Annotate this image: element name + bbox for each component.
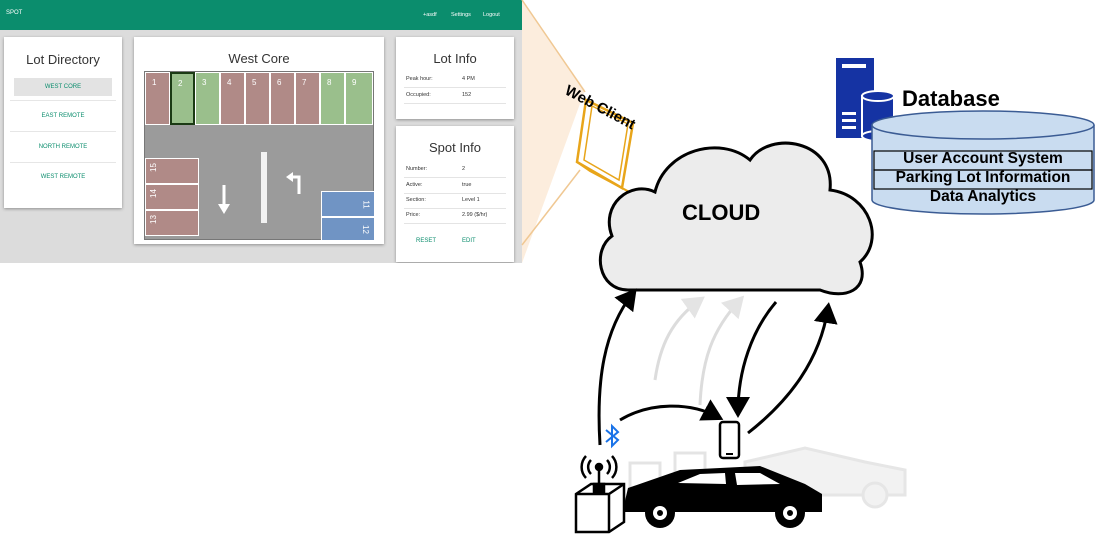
reset-button[interactable]: RESET [416, 238, 437, 244]
top-navbar: SPOT +asdf Settings Logout [0, 0, 522, 30]
parking-spot-7[interactable]: 7 [295, 72, 320, 125]
cloud-icon [598, 141, 874, 296]
lot-info-row: Occupied:152 [404, 88, 506, 104]
database-item-analytics: Data Analytics [929, 188, 1037, 205]
parking-spot-5[interactable]: 5 [245, 72, 270, 125]
sensor-icon [574, 455, 626, 534]
lane-divider [261, 152, 267, 223]
parking-lot-map: 1 2 3 4 5 6 7 8 9 15 14 13 10 11 12 [144, 71, 375, 241]
car-icon [624, 466, 822, 528]
phone-icon [718, 420, 741, 460]
brand-logo[interactable]: SPOT [6, 10, 23, 16]
cloud-label: CLOUD [682, 200, 761, 225]
parking-spot-14[interactable]: 14 [145, 184, 199, 210]
lot-item-north-remote[interactable]: NORTH REMOTE [38, 144, 88, 150]
parking-spot-15[interactable]: 15 [145, 158, 199, 184]
parking-spot-2[interactable]: 2 [170, 72, 195, 125]
spot-info-panel: Spot Info Number:2 Active:true Section:L… [396, 126, 514, 262]
spot-info-row: Price:2.99 ($/hr) [404, 208, 506, 224]
lot-info-row: Peak hour:4 PM [404, 72, 506, 88]
database-cylinder [871, 110, 1095, 215]
parking-spot-8[interactable]: 8 [320, 72, 345, 125]
nav-user[interactable]: +asdf [423, 12, 437, 18]
spot-info-title: Spot Info [428, 140, 482, 155]
web-app-screenshot: SPOT +asdf Settings Logout Lot Directory… [0, 0, 522, 263]
lot-item-west-core[interactable]: WEST CORE [14, 78, 112, 96]
lot-directory-panel: Lot Directory WEST CORE EAST REMOTE NORT… [4, 37, 122, 208]
zoom-callout [522, 0, 585, 263]
parking-spot-9[interactable]: 9 [345, 72, 373, 125]
spot-info-row: Section:Level 1 [404, 193, 506, 209]
nav-settings[interactable]: Settings [451, 12, 471, 18]
divider [10, 100, 116, 101]
data-flow-arrows [597, 288, 838, 446]
lot-item-west-remote[interactable]: WEST REMOTE [40, 174, 86, 180]
parking-spot-11[interactable]: 11 [321, 191, 375, 217]
lane-arrows [218, 172, 301, 214]
nav-logout[interactable]: Logout [483, 12, 500, 18]
parking-spot-3[interactable]: 3 [195, 72, 220, 125]
laptop-icon [575, 98, 638, 197]
database-item-parking-lot: Parking Lot Information [895, 169, 1071, 186]
lot-directory-title: Lot Directory [26, 52, 100, 67]
bluetooth-icon [605, 423, 620, 449]
edit-button[interactable]: EDIT [462, 238, 476, 244]
spot-info-row: Active:true [404, 178, 506, 194]
database-label: Database [902, 86, 1000, 111]
database-item-user-accounts: User Account System [903, 150, 1063, 167]
parking-spot-4[interactable]: 4 [220, 72, 245, 125]
lot-info-panel: Lot Info Peak hour:4 PM Occupied:152 [396, 37, 514, 119]
parking-spot-1[interactable]: 1 [145, 72, 170, 125]
divider [10, 162, 116, 163]
divider [10, 131, 116, 132]
lot-map-title: West Core [228, 51, 290, 66]
lot-item-east-remote[interactable]: EAST REMOTE [41, 113, 85, 119]
parking-spot-6[interactable]: 6 [270, 72, 295, 125]
lot-map-panel: West Core 1 2 3 4 5 6 7 8 9 15 14 13 10 … [134, 37, 384, 244]
parking-spot-13[interactable]: 13 [145, 210, 199, 236]
parking-spot-12[interactable]: 12 [321, 217, 375, 241]
spot-info-row: Number:2 [404, 162, 506, 178]
lot-info-title: Lot Info [433, 51, 477, 66]
